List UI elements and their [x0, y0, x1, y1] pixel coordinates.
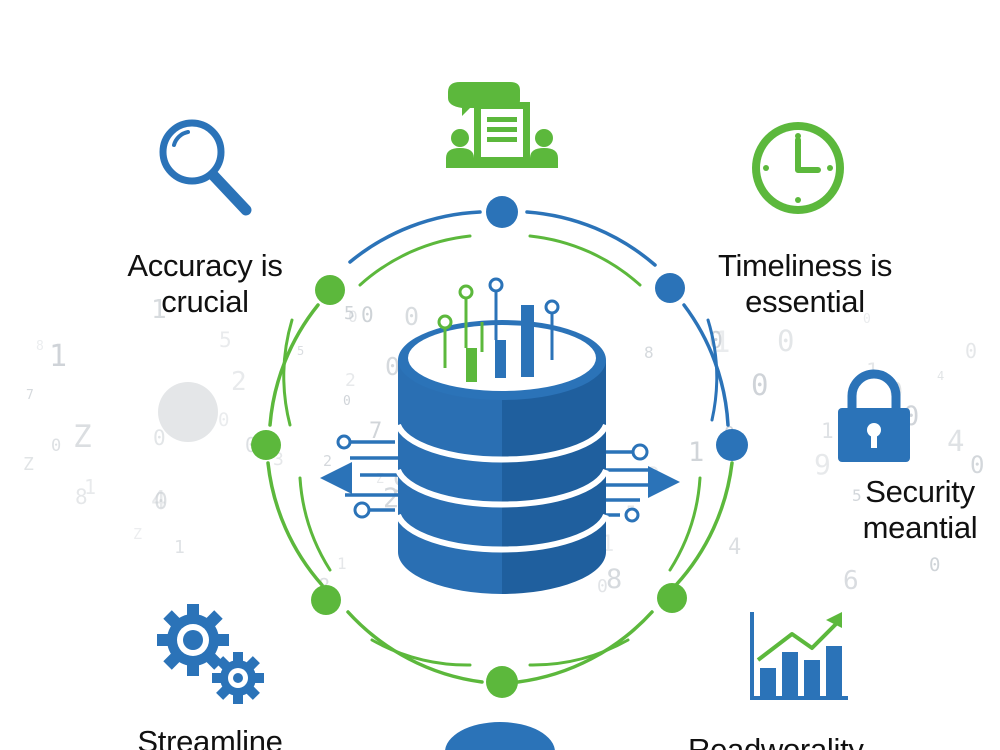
padlock-icon: [838, 369, 910, 462]
inner-ring-arc-right: [706, 318, 719, 422]
ring-node-top: [486, 196, 518, 228]
caption-readability: Readworality: [688, 732, 888, 750]
ring-arc-right: [682, 303, 730, 427]
ring-node-upper-left: [315, 275, 345, 305]
caption-timeliness-line2: essential: [745, 284, 865, 319]
ring-node-right: [716, 429, 748, 461]
people-with-document-icon: [446, 82, 558, 168]
outer-ring: [266, 210, 734, 684]
ring-node-left: [251, 430, 281, 460]
caption-accuracy-line1: Accuracy is: [127, 248, 283, 283]
ring-arc-bottom-left: [346, 610, 484, 684]
bottom-icon-partial: [445, 722, 555, 750]
gears-icon: [157, 604, 264, 704]
inner-ring-arc-lower-right: [668, 476, 702, 572]
ring-arc-top-right: [525, 210, 657, 267]
inner-ring-arc-lower-left: [298, 476, 332, 572]
caption-timeliness: Timeliness is essential: [700, 248, 910, 320]
inner-ring-arc-bottom-left: [370, 638, 472, 667]
caption-security-line1: Security: [865, 474, 975, 509]
caption-security: Security meantial: [840, 474, 1000, 546]
caption-streamline-line1: Streamline: [137, 724, 283, 750]
ring-arc-top-left: [348, 210, 482, 264]
inner-ring-arc-top-left: [358, 234, 472, 287]
caption-accuracy-line2: crucial: [161, 284, 249, 319]
inner-ring-arc-top-right: [528, 234, 642, 287]
left-arrow-icon: [320, 462, 352, 494]
caption-readability-line1: Readworality: [688, 732, 864, 750]
caption-accuracy: Accuracy is crucial: [105, 248, 305, 320]
inner-ring-arc-bottom-right: [528, 638, 630, 667]
ring-arc-lower-left: [266, 461, 324, 587]
inner-ring-arc-left: [282, 318, 294, 427]
ring-node-bottom: [486, 666, 518, 698]
clock-icon: [752, 122, 844, 214]
magnifier-icon: [159, 119, 252, 216]
ring-arc-left: [268, 303, 320, 427]
background-blur-disk: [158, 382, 218, 442]
right-arrow-icon: [648, 466, 680, 498]
ring-node-upper-right: [655, 273, 685, 303]
ring-node-lower-right: [657, 583, 687, 613]
ring-arc-lower-right: [674, 461, 734, 587]
ring-node-lower-left: [311, 585, 341, 615]
database-icon: [320, 277, 680, 594]
caption-streamline: Streamline: [120, 724, 300, 750]
bar-chart-icon: [750, 612, 848, 700]
caption-timeliness-line1: Timeliness is: [717, 248, 893, 283]
caption-security-line2: meantial: [862, 510, 978, 545]
ring-arc-bottom-right: [516, 610, 654, 684]
